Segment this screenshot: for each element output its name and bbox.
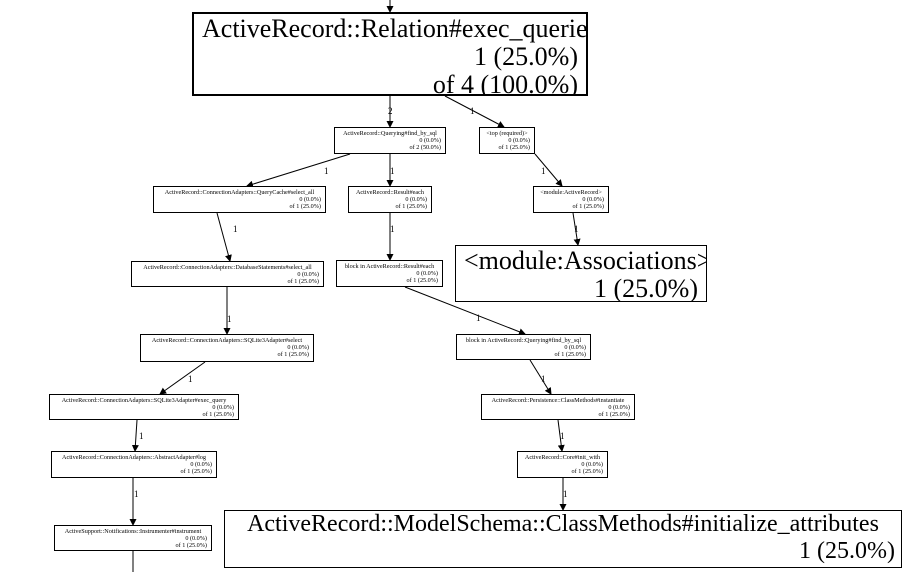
node-self-count: 1 (25.0%) bbox=[594, 274, 698, 302]
edge-blockfind-to-instantiate bbox=[529, 359, 552, 395]
node-total-count: of 1 (25.0%) bbox=[598, 411, 630, 418]
edge-cache-to-dbstmt bbox=[216, 212, 232, 262]
node-total-count: of 1 (25.0%) bbox=[498, 144, 530, 151]
node-self-count: 0 (0.0%) bbox=[297, 271, 319, 278]
node-self-count: 1 (25.0%) bbox=[799, 538, 895, 564]
node-name: ActiveRecord::ConnectionAdapters::Databa… bbox=[143, 264, 312, 271]
node-name: ActiveRecord::Querying#find_by_sql bbox=[343, 130, 437, 137]
edge-module-to-assoc bbox=[572, 212, 581, 246]
node-total-count: of 1 (25.0%) bbox=[287, 278, 319, 285]
node-total-count: of 2 (50.0%) bbox=[409, 144, 441, 151]
node-block-find-by-sql[interactable]: block in ActiveRecord::Querying#find_by_… bbox=[456, 334, 591, 360]
edge-label: 1 bbox=[470, 106, 475, 116]
node-instantiate[interactable]: ActiveRecord::Persistence::ClassMethods#… bbox=[481, 394, 635, 420]
edge-label: 1 bbox=[134, 489, 139, 499]
node-name: <top (required)> bbox=[486, 130, 528, 137]
edge-block-to-blockfind bbox=[404, 286, 526, 336]
edge-label: 1 bbox=[563, 489, 568, 499]
node-self-count: 0 (0.0%) bbox=[564, 344, 586, 351]
edge-exec-to-log bbox=[131, 419, 139, 452]
node-total-count: of 1 (25.0%) bbox=[571, 468, 603, 475]
node-instrumenter-instrument[interactable]: ActiveSupport::Notifications::Instrument… bbox=[54, 525, 212, 551]
node-total-count: of 1 (25.0%) bbox=[180, 468, 212, 475]
node-total-count: of 4 (100.0%) bbox=[432, 70, 578, 96]
node-top-required[interactable]: <top (required)> 0 (0.0%) of 1 (25.0%) bbox=[479, 127, 535, 154]
node-total-count: of 1 (25.0%) bbox=[277, 351, 309, 358]
node-initialize-attributes[interactable]: ActiveRecord::ModelSchema::ClassMethods#… bbox=[224, 510, 902, 568]
edge-select-to-exec bbox=[159, 361, 206, 395]
node-name: block in ActiveRecord::Querying#find_by_… bbox=[465, 337, 582, 344]
node-query-cache-select-all[interactable]: ActiveRecord::ConnectionAdapters::QueryC… bbox=[153, 186, 326, 213]
node-self-count: 0 (0.0%) bbox=[581, 461, 603, 468]
node-name: <module:ActiveRecord> bbox=[540, 189, 602, 196]
node-self-count: 0 (0.0%) bbox=[608, 404, 630, 411]
node-result-each[interactable]: ActiveRecord::Result#each 0 (0.0%) of 1 … bbox=[348, 186, 432, 213]
edge-top-to-module bbox=[534, 153, 563, 187]
edge-label: 1 bbox=[574, 224, 579, 234]
node-sqlite3-select[interactable]: ActiveRecord::ConnectionAdapters::SQLite… bbox=[140, 334, 314, 362]
node-exec-queries[interactable]: ActiveRecord::Relation#exec_queries 1 (2… bbox=[192, 12, 588, 96]
node-name: ActiveRecord::Relation#exec_queries bbox=[202, 14, 588, 43]
node-total-count: of 1 (25.0%) bbox=[202, 411, 234, 418]
node-total-count: of 1 (25.0%) bbox=[395, 203, 427, 210]
node-self-count: 0 (0.0%) bbox=[419, 137, 441, 144]
node-name: block in ActiveRecord::Result#each bbox=[344, 263, 435, 270]
node-total-count: of 1 (25.0%) bbox=[572, 203, 604, 210]
edge-label: 1 bbox=[390, 166, 395, 176]
node-name: <module:Associations> bbox=[464, 246, 707, 275]
node-name: ActiveRecord::ModelSchema::ClassMethods#… bbox=[247, 511, 879, 537]
node-name: ActiveSupport::Notifications::Instrument… bbox=[64, 528, 202, 535]
node-total-count: of 1 (25.0%) bbox=[289, 203, 321, 210]
edge-label: 1 bbox=[139, 431, 144, 441]
node-name: ActiveRecord::ConnectionAdapters::SQLite… bbox=[151, 337, 303, 344]
node-self-count: 0 (0.0%) bbox=[185, 535, 207, 542]
node-module-activerecord[interactable]: <module:ActiveRecord> 0 (0.0%) of 1 (25.… bbox=[533, 186, 609, 213]
edge-exec-to-top bbox=[444, 95, 505, 128]
node-name: ActiveRecord::Core#init_with bbox=[524, 454, 601, 461]
node-name: ActiveRecord::ConnectionAdapters::SQLite… bbox=[61, 397, 227, 404]
node-self-count: 0 (0.0%) bbox=[287, 344, 309, 351]
edge-label: 1 bbox=[233, 224, 238, 234]
node-sqlite3-exec-query[interactable]: ActiveRecord::ConnectionAdapters::SQLite… bbox=[49, 394, 239, 420]
edge-label: 1 bbox=[390, 224, 395, 234]
node-self-count: 0 (0.0%) bbox=[212, 404, 234, 411]
node-total-count: of 1 (25.0%) bbox=[554, 351, 586, 358]
node-name: ActiveRecord::Persistence::ClassMethods#… bbox=[491, 397, 625, 404]
node-module-associations[interactable]: <module:Associations> 1 (25.0%) bbox=[455, 245, 707, 302]
edge-label: 1 bbox=[324, 166, 329, 176]
node-block-result-each[interactable]: block in ActiveRecord::Result#each 0 (0.… bbox=[336, 260, 443, 287]
node-self-count: 0 (0.0%) bbox=[405, 196, 427, 203]
node-self-count: 0 (0.0%) bbox=[582, 196, 604, 203]
node-total-count: of 1 (25.0%) bbox=[406, 277, 438, 284]
edge-find-to-cache bbox=[246, 153, 351, 188]
edge-label: 2 bbox=[388, 106, 393, 116]
edge-label: 1 bbox=[227, 314, 232, 324]
node-self-count: 0 (0.0%) bbox=[508, 137, 530, 144]
edge-instantiate-to-init bbox=[557, 419, 565, 452]
node-db-statements-select-all[interactable]: ActiveRecord::ConnectionAdapters::Databa… bbox=[131, 261, 324, 287]
node-self-count: 0 (0.0%) bbox=[299, 196, 321, 203]
node-name: ActiveRecord::ConnectionAdapters::Abstra… bbox=[62, 454, 206, 461]
node-core-init-with[interactable]: ActiveRecord::Core#init_with 0 (0.0%) of… bbox=[517, 451, 608, 478]
edge-label: 1 bbox=[560, 431, 565, 441]
node-self-count: 0 (0.0%) bbox=[416, 270, 438, 277]
node-total-count: of 1 (25.0%) bbox=[175, 542, 207, 549]
node-name: ActiveRecord::ConnectionAdapters::QueryC… bbox=[164, 189, 315, 196]
edge-label: 1 bbox=[541, 166, 546, 176]
node-self-count: 1 (25.0%) bbox=[474, 42, 578, 71]
node-abstract-adapter-log[interactable]: ActiveRecord::ConnectionAdapters::Abstra… bbox=[51, 451, 217, 478]
node-self-count: 0 (0.0%) bbox=[190, 461, 212, 468]
edge-label: 1 bbox=[541, 374, 546, 384]
edge-label: 1 bbox=[188, 374, 193, 384]
node-name: ActiveRecord::Result#each bbox=[355, 189, 425, 196]
edge-label: 1 bbox=[476, 313, 481, 323]
node-find-by-sql[interactable]: ActiveRecord::Querying#find_by_sql 0 (0.… bbox=[334, 127, 446, 154]
